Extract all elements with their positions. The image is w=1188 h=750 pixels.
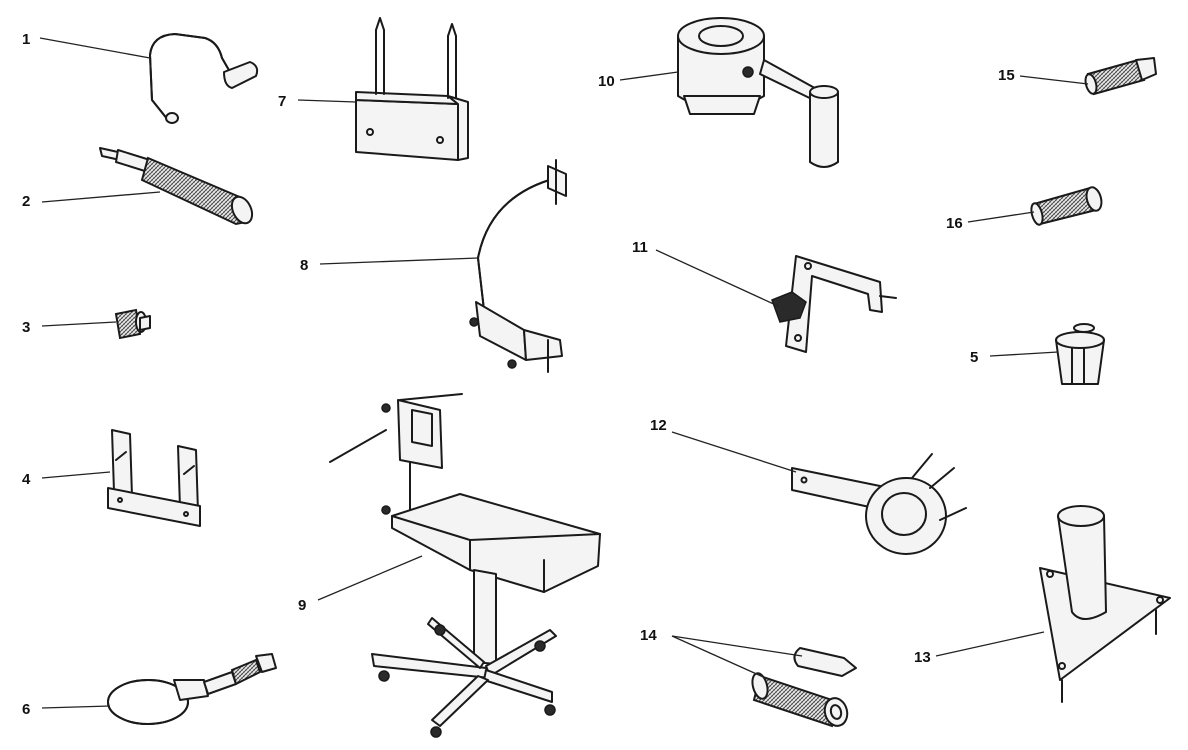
tool-7-pin-bracket (355, 17, 469, 161)
label-13: 13 (914, 649, 931, 666)
tool-1-hook-wrench (149, 33, 259, 124)
tool-11-l-bracket (771, 255, 897, 353)
tool-14-pins (751, 647, 857, 728)
tool-10-ring-handle (677, 17, 839, 168)
label-11: 11 (632, 239, 648, 256)
label-3: 3 (22, 319, 30, 336)
tool-8-curved-arm (469, 159, 567, 373)
tool-4-holder-plate (107, 429, 201, 527)
tool-9-workstand (329, 393, 601, 738)
label-4: 4 (22, 471, 31, 488)
tool-16-threaded-pin (1030, 186, 1103, 226)
tool-2-handle-tool (99, 147, 254, 226)
tool-5-slotted-sleeve (1055, 323, 1105, 385)
label-2: 2 (22, 193, 30, 210)
label-9: 9 (298, 597, 306, 614)
tool-3-sleeve (114, 308, 151, 340)
label-5: 5 (970, 349, 978, 366)
label-6: 6 (22, 701, 30, 718)
label-14: 14 (640, 627, 657, 644)
tool-6-strap-wrench (107, 653, 277, 725)
label-1: 1 (22, 31, 30, 48)
label-16: 16 (946, 215, 963, 232)
label-12: 12 (650, 417, 667, 434)
label-10: 10 (598, 73, 615, 90)
tool-13-triangle-base (1039, 505, 1171, 703)
label-8: 8 (300, 257, 308, 274)
tool-12-arm-ring (791, 453, 967, 555)
label-7: 7 (278, 93, 286, 110)
tool-15-threaded-insert (1084, 57, 1157, 96)
label-15: 15 (998, 67, 1015, 84)
